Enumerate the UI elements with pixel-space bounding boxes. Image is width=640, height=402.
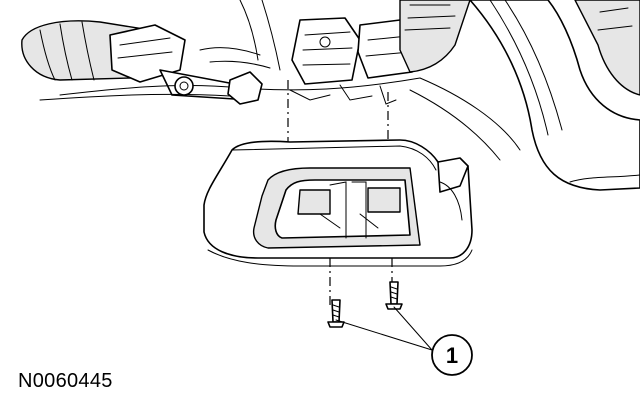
callout-label: 1 [446,343,458,368]
screw-icon [327,281,403,328]
steering-column-icon [21,0,521,161]
callout-1: 1 [335,306,473,376]
steering-wheel-icon [469,0,640,191]
knee-bolster-panel-icon [203,139,473,267]
figure-id: N0060445 [18,370,113,392]
